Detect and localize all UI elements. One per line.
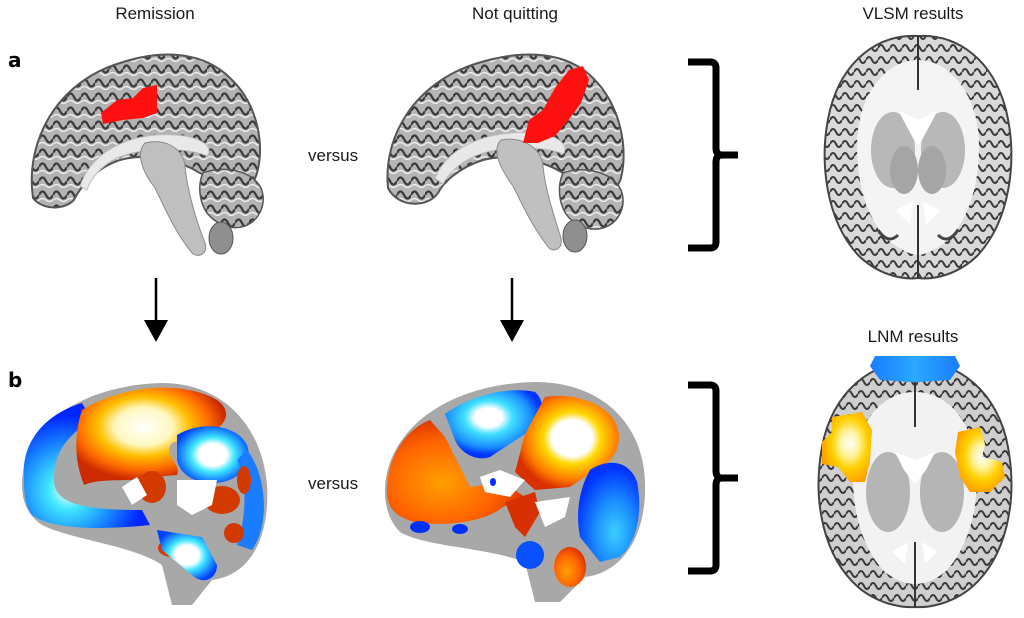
versus-label-b: versus [308,474,359,493]
panel-label-a: a [8,48,22,72]
column-title-not-quitting: Not quitting [472,4,558,23]
sagittal-brain-not-quitting-network [375,362,665,607]
sagittal-brain-not-quitting-lesion [383,48,633,258]
axial-brain-vlsm [818,30,1018,280]
column-title-remission: Remission [115,4,195,23]
column-title-lnm-results: LNM results [867,327,959,346]
axial-brain-lnm [810,352,1020,610]
lesion-not-quitting [523,66,589,143]
column-title-vlsm-results: VLSM results [862,4,964,23]
down-arrow-icon-middle [500,276,524,342]
panel-label-b: b [8,368,23,392]
down-arrow-icon-left [144,276,168,342]
right-curly-bracket-top [686,58,742,252]
sagittal-brain-remission-lesion [25,48,270,273]
right-curly-bracket-bottom [686,381,742,575]
sagittal-brain-remission-network [12,365,282,610]
lesion-remission [101,85,157,124]
versus-label-a: versus [308,146,359,165]
